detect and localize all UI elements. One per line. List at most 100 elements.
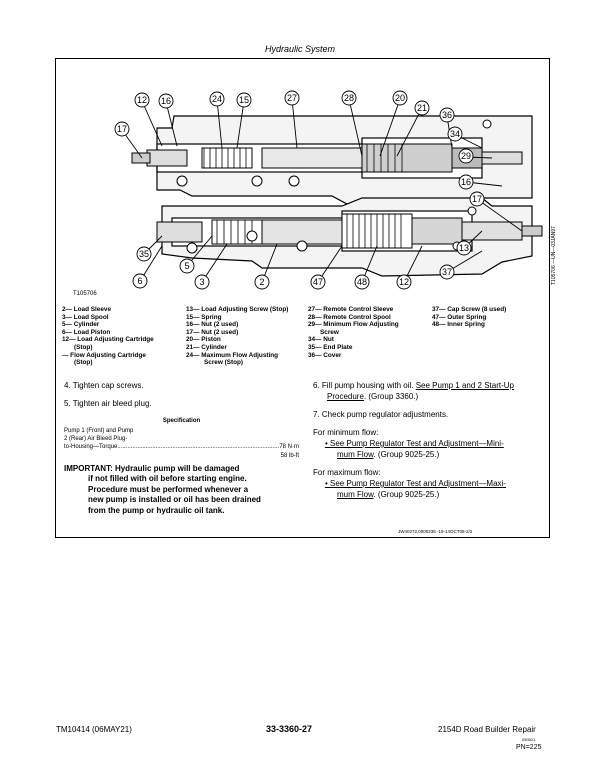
legend-item: (Stop) — [74, 343, 93, 351]
footer-pn: PN=225 — [516, 744, 542, 751]
important-line: new pump is installed or oil has been dr… — [88, 495, 261, 505]
footer-manual-id: TM10414 (06MAY21) — [56, 725, 132, 734]
legend-item: 6— Load Piston — [62, 328, 111, 336]
legend-item: — Flow Adjusting Cartridge — [62, 351, 146, 359]
legend-item: 12— Load Adjusting Cartridge — [62, 336, 154, 344]
callout-21: 21 — [417, 103, 427, 113]
legend-column-2: 13— Load Adjusting Screw (Stop) 15— Spri… — [186, 306, 288, 367]
important-line: IMPORTANT: Hydraulic pump will be damage… — [64, 463, 240, 473]
content-frame — [55, 58, 550, 538]
legend-item: Screw (Stop) — [204, 359, 244, 367]
startup-procedure-link-cont[interactable]: Procedure — [327, 392, 364, 401]
important-line: Procedure must be performed whenever a — [88, 484, 249, 494]
callout-28: 28 — [344, 93, 354, 103]
step-5: 5. Tighten air bleed plug. — [64, 399, 152, 408]
legend-item: 5— Cylinder — [62, 321, 100, 329]
step-6-cont: Procedure. (Group 3360.) — [313, 391, 548, 402]
max-flow-link-cont[interactable]: mum Flow — [337, 490, 374, 499]
callout-17a: 17 — [117, 124, 127, 134]
spec-line: Pump 1 (Front) and Pump — [64, 428, 134, 434]
min-flow-link-cont[interactable]: mum Flow — [337, 450, 374, 459]
callout-37: 37 — [442, 267, 452, 277]
callout-17b: 17 — [472, 194, 482, 204]
page-header-title: Hydraulic System — [264, 44, 336, 54]
important-line: from the pump or hydraulic oil tank. — [88, 505, 225, 515]
spec-line: 2 (Rear) Air Bleed Plug- — [64, 436, 128, 443]
right-column: 6. Fill pump housing with oil. See Pump … — [313, 380, 548, 500]
figure-id: T105706 — [73, 291, 97, 297]
callout-27: 27 — [287, 93, 297, 103]
callout-20: 20 — [395, 93, 405, 103]
step-6-tail: . (Group 3360.) — [363, 392, 419, 401]
legend-item: 3— Load Spool — [62, 313, 109, 321]
legend-item: 24— Maximum Flow Adjusting — [186, 351, 279, 359]
callout-48: 48 — [357, 277, 367, 287]
legend-column-1: 2— Load Sleeve 3— Load Spool 5— Cylinder… — [62, 306, 154, 367]
spec-line: to-Housing—Torque — [64, 444, 118, 451]
callout-24: 24 — [212, 94, 222, 104]
spec-dot-leader: ........................................… — [117, 444, 280, 451]
spec-torque-row: to-Housing—Torque ......................… — [64, 443, 299, 451]
legend-item: 17— Nut (2 used) — [186, 328, 239, 336]
legend-item: Screw — [320, 328, 339, 336]
legend-item: 21— Cylinder — [186, 343, 227, 351]
footer-title: 2154D Road Builder Repair — [438, 725, 536, 734]
max-flow-tail: . (Group 9025-25.) — [373, 490, 440, 499]
legend-item: 13— Load Adjusting Screw (Stop) — [186, 306, 289, 313]
legend-item: 36— Cover — [308, 351, 342, 359]
spec-value-imperial: 58 lb-ft — [280, 452, 299, 459]
legend-column-4: 37— Cap Screw (8 used) 47— Outer Spring … — [432, 306, 506, 329]
legend-column-3: 27— Remote Control Sleeve 28— Remote Con… — [308, 306, 399, 359]
legend-item: 35— End Plate — [308, 343, 353, 351]
min-flow-label: For minimum flow: — [313, 428, 379, 437]
spec-heading: Specification — [162, 418, 201, 424]
callout-29: 29 — [461, 151, 471, 161]
legend-item: 34— Nut — [308, 336, 334, 344]
callout-5: 5 — [184, 261, 189, 271]
callout-36: 36 — [442, 110, 452, 120]
callout-2: 2 — [259, 277, 264, 287]
min-flow-link[interactable]: • See Pump Regulator Test and Adjustment… — [325, 439, 504, 448]
callout-12a: 12 — [137, 95, 147, 105]
pump-regulator-diagram: 12 16 24 15 27 28 20 21 36 34 29 17 16 1… — [114, 90, 543, 290]
important-line: if not filled with oil before starting e… — [88, 474, 247, 484]
legend-item: 28— Remote Control Spool — [308, 313, 391, 321]
callout-6: 6 — [137, 276, 142, 286]
spec-block: Pump 1 (Front) and Pump 2 (Rear) Air Ble… — [64, 427, 299, 460]
callout-47: 47 — [313, 277, 323, 287]
max-flow-link[interactable]: • See Pump Regulator Test and Adjustment… — [325, 479, 506, 488]
legend-item: 27— Remote Control Sleeve — [308, 306, 394, 313]
legend-item: 29— Minimum Flow Adjusting — [308, 321, 399, 329]
callout-12b: 12 — [399, 277, 409, 287]
step-7: 7. Check pump regulator adjustments. — [313, 410, 449, 419]
footer-page-number: 33-3360-27 — [266, 724, 313, 734]
callout-16a: 16 — [161, 96, 171, 106]
callout-3: 3 — [199, 277, 204, 287]
spec-value-metric: 78 N·m — [279, 444, 299, 451]
legend-item: 20— Piston — [186, 336, 221, 344]
legend-item: 15— Spring — [186, 313, 222, 321]
legend-item: 47— Outer Spring — [432, 313, 487, 321]
min-flow-cont: mum Flow. (Group 9025-25.) — [313, 449, 548, 460]
figure-side-id: T105706 —UN—03JAN97 — [551, 226, 557, 285]
startup-procedure-link[interactable]: See Pump 1 and 2 Start-Up — [415, 381, 514, 390]
legend-item: 48— Inner Spring — [432, 321, 485, 329]
callout-15: 15 — [239, 95, 249, 105]
legend-item: (Stop) — [74, 359, 93, 367]
footer-small-code: 050521 — [522, 737, 536, 742]
callout-16b: 16 — [461, 177, 471, 187]
max-flow-cont: mum Flow. (Group 9025-25.) — [313, 489, 548, 500]
step-6: 6. Fill pump housing with oil. See Pump … — [313, 380, 548, 391]
left-column: 4. Tighten cap screws. 5. Tighten air bl… — [64, 380, 299, 516]
callout-13: 13 — [459, 243, 469, 253]
min-flow-tail: . (Group 9025-25.) — [373, 450, 440, 459]
legend-item: 2— Load Sleeve — [62, 306, 112, 313]
legend-item: 37— Cap Screw (8 used) — [432, 306, 507, 313]
frame-reference: JW40272,0000235 -19-14OCT08-2/2 — [398, 529, 473, 534]
callout-34: 34 — [450, 129, 460, 139]
step-6-text: 6. Fill pump housing with oil. — [313, 381, 416, 390]
max-flow-label: For maximum flow: — [313, 468, 381, 477]
legend-item: 16— Nut (2 used) — [186, 321, 239, 329]
important-note: IMPORTANT: Hydraulic pump will be damage… — [64, 464, 299, 517]
callout-35: 35 — [139, 249, 149, 259]
